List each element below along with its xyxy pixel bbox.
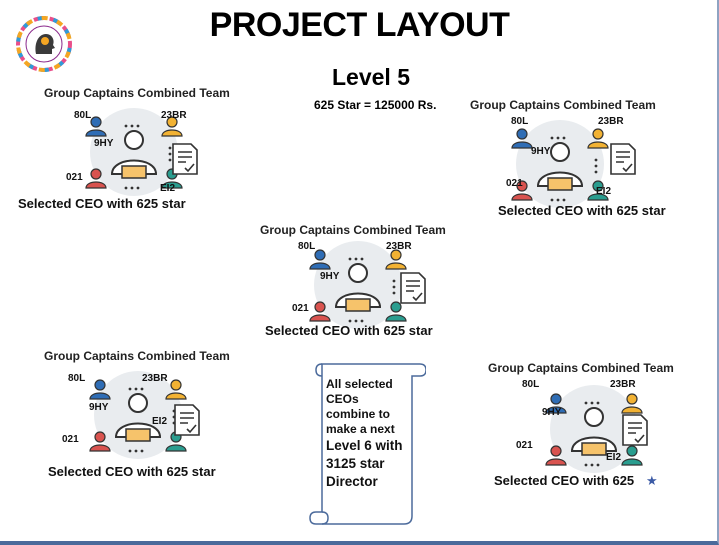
document-check-icon bbox=[622, 414, 648, 446]
member-label-021: 021 bbox=[66, 172, 83, 183]
page-title: PROJECT LAYOUT bbox=[209, 6, 510, 44]
scroll-line: Level 6 with bbox=[326, 438, 403, 453]
document-check-icon bbox=[400, 272, 426, 304]
member-label-021: 021 bbox=[62, 434, 79, 445]
member-label-23br: 23BR bbox=[386, 241, 412, 252]
member-label-021: 021 bbox=[516, 440, 533, 451]
document-check-icon bbox=[610, 143, 636, 175]
group-title: Group Captains Combined Team bbox=[44, 349, 230, 363]
scroll-line: combine to bbox=[326, 407, 391, 421]
document-check-icon bbox=[174, 404, 200, 436]
member-label-ei2: EI2 bbox=[152, 416, 168, 427]
group-caption-5: Selected CEO with 625 bbox=[494, 473, 635, 488]
member-label-021: 021 bbox=[506, 178, 523, 189]
group-caption-3: Selected CEO with 625 star bbox=[265, 323, 433, 338]
member-label-80l: 80L bbox=[74, 110, 92, 121]
group-caption-1: Selected CEO with 625 star bbox=[18, 196, 186, 211]
member-label-ei2: EI2 bbox=[596, 186, 612, 197]
member-label-021: 021 bbox=[292, 303, 309, 314]
scroll-text: All selected CEOs combine to make a next… bbox=[326, 377, 418, 491]
group-card-2: Group Captains Combined Team 80L 23BR 9H… bbox=[470, 98, 700, 218]
member-label-ei2: EI2 bbox=[606, 452, 622, 463]
member-label-80l: 80L bbox=[522, 379, 540, 390]
group-caption-2: Selected CEO with 625 star bbox=[498, 203, 666, 218]
member-label-80l: 80L bbox=[511, 116, 529, 127]
group-card-1: Group Captains Combined Team 80L 23BR 9H… bbox=[44, 86, 274, 206]
scroll-line: make a next bbox=[326, 422, 395, 436]
member-label-9hy: 9HY bbox=[89, 402, 109, 413]
group-title: Group Captains Combined Team bbox=[260, 223, 446, 237]
team-diagram-icon bbox=[545, 385, 643, 473]
logo-ring bbox=[16, 16, 72, 72]
member-label-9hy: 9HY bbox=[320, 271, 340, 282]
star-icon: ★ bbox=[646, 473, 658, 488]
level-heading: Level 5 bbox=[332, 64, 410, 90]
member-label-9hy: 9HY bbox=[94, 138, 114, 149]
member-label-9hy: 9HY bbox=[542, 407, 562, 418]
member-label-23br: 23BR bbox=[142, 373, 168, 384]
member-label-23br: 23BR bbox=[598, 116, 624, 127]
scroll-line: 3125 star bbox=[326, 456, 385, 471]
scroll-line: Director bbox=[326, 474, 378, 489]
group-title: Group Captains Combined Team bbox=[44, 86, 230, 100]
team-diagram-icon bbox=[89, 371, 187, 459]
group-card-4: Group Captains Combined Team 80L 23BR 9H… bbox=[44, 349, 274, 469]
member-label-9hy: 9HY bbox=[531, 146, 551, 157]
team-diagram-icon bbox=[511, 120, 609, 208]
document-check-icon bbox=[172, 143, 198, 175]
group-card-5: Group Captains Combined Team 80L 23BR 9H… bbox=[488, 361, 718, 481]
team-diagram-icon bbox=[309, 241, 407, 329]
group-title: Group Captains Combined Team bbox=[470, 98, 656, 112]
group-caption-4: Selected CEO with 625 star bbox=[48, 464, 216, 479]
member-label-80l: 80L bbox=[298, 241, 316, 252]
scroll-line: CEOs bbox=[326, 392, 359, 406]
member-label-23br: 23BR bbox=[610, 379, 636, 390]
scroll-banner bbox=[309, 363, 426, 525]
team-diagram-icon bbox=[85, 108, 183, 196]
scroll-line: All selected bbox=[326, 377, 393, 391]
member-label-23br: 23BR bbox=[161, 110, 187, 121]
member-label-80l: 80L bbox=[68, 373, 86, 384]
star-rate-text: 625 Star = 125000 Rs. bbox=[314, 98, 437, 112]
group-card-3: Group Captains Combined Team 80L 23BR 9H… bbox=[260, 223, 490, 343]
group-title: Group Captains Combined Team bbox=[488, 361, 674, 375]
foundation-logo bbox=[16, 16, 72, 72]
member-label-ei2: EI2 bbox=[160, 183, 176, 194]
